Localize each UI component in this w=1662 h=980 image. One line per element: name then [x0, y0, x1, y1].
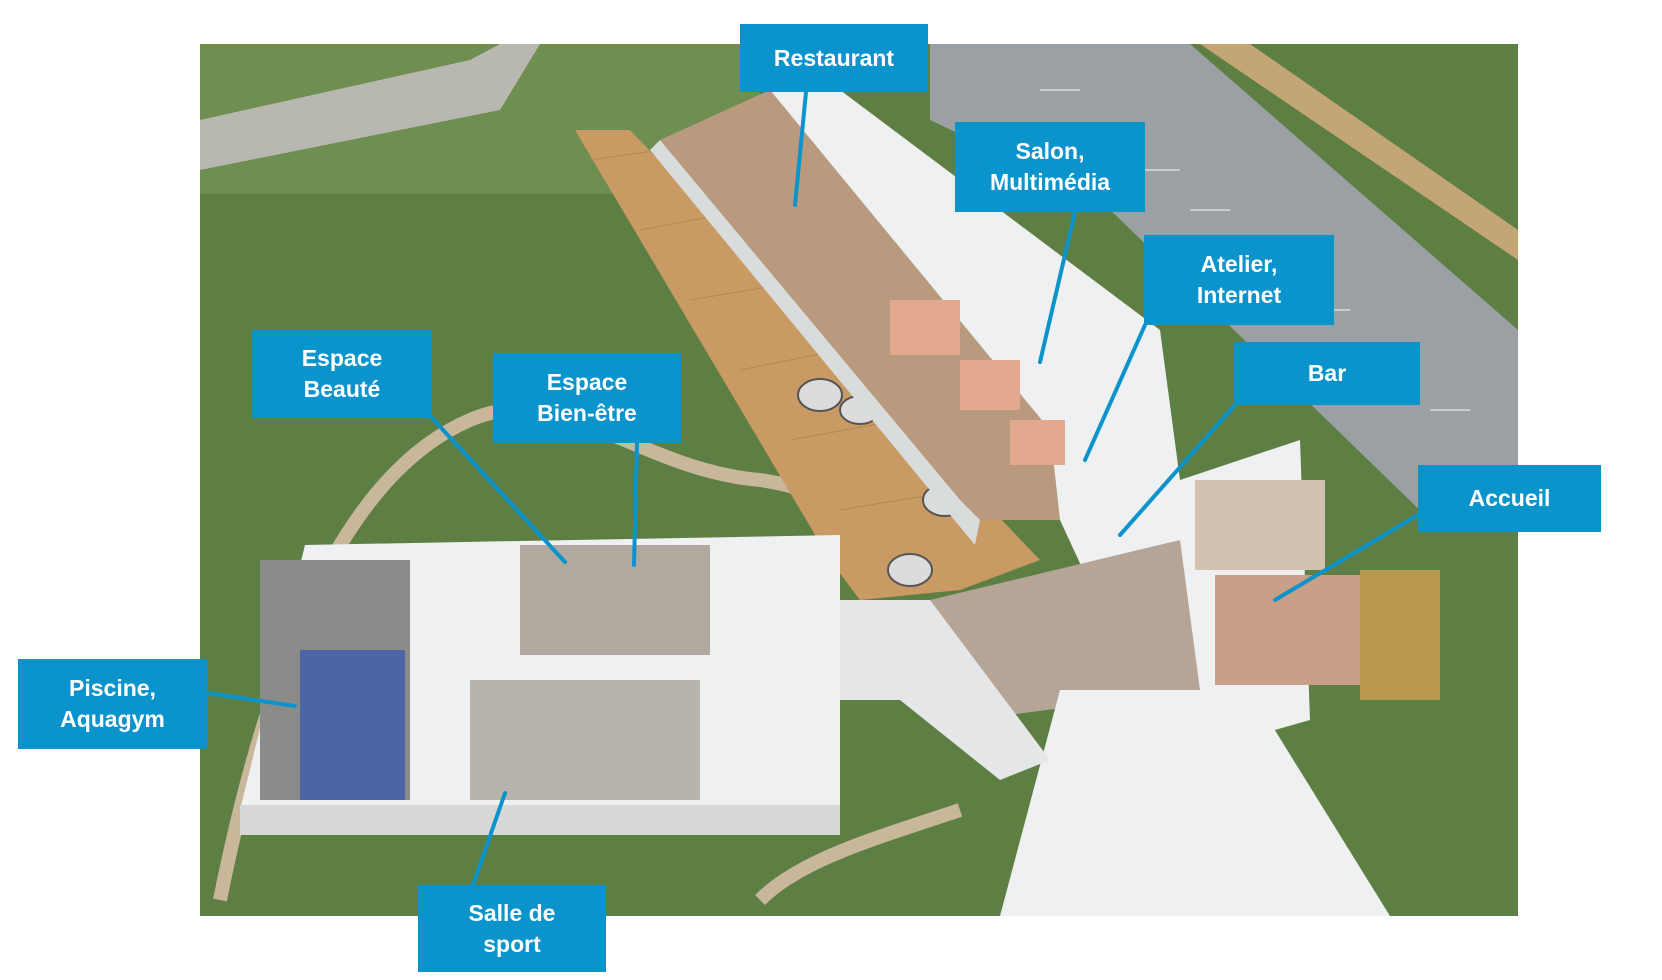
right-rooms: [1195, 480, 1325, 570]
gym-rooms: [470, 680, 700, 800]
garden-path-lower: [755, 803, 963, 906]
south-wing-roof: [1000, 690, 1390, 916]
leader-line-bar: [1118, 403, 1237, 537]
left-block-front-wall: [240, 805, 840, 835]
leader-line-salon: [1038, 210, 1077, 364]
label-espace-beaute: Espace Beauté: [252, 330, 432, 418]
pool-water: [300, 650, 405, 800]
leader-line-accueil: [1273, 513, 1420, 602]
leader-line-atelier: [1083, 323, 1147, 462]
long-wing-wall: [650, 140, 980, 545]
long-wing-roof: [770, 90, 1180, 520]
leader-line-salle-de-sport: [471, 791, 507, 887]
label-espace-bien-etre: Espace Bien-être: [493, 353, 681, 443]
label-salon-multimedia: Salon, Multimédia: [955, 122, 1145, 212]
label-atelier-internet: Atelier, Internet: [1144, 235, 1334, 325]
long-wing-interior: [660, 90, 1060, 520]
label-restaurant: Restaurant: [740, 24, 928, 92]
label-salle-de-sport: Salle de sport: [418, 885, 606, 972]
beauty-rooms: [520, 545, 710, 655]
fence-wall: [1200, 44, 1518, 260]
leader-line-espace-beaute: [430, 416, 567, 564]
label-bar: Bar: [1234, 342, 1420, 405]
bar-interior: [930, 540, 1200, 720]
leader-line-restaurant: [793, 90, 808, 207]
leader-line-espace-bien-etre: [632, 441, 639, 567]
link-corridor: [830, 600, 1050, 780]
room-walls: [890, 300, 1065, 465]
gold-annex: [1360, 570, 1440, 700]
label-piscine-aquagym: Piscine, Aquagym: [18, 659, 207, 749]
walkway: [200, 44, 540, 170]
label-accueil: Accueil: [1418, 465, 1601, 532]
leader-line-piscine: [205, 691, 297, 708]
